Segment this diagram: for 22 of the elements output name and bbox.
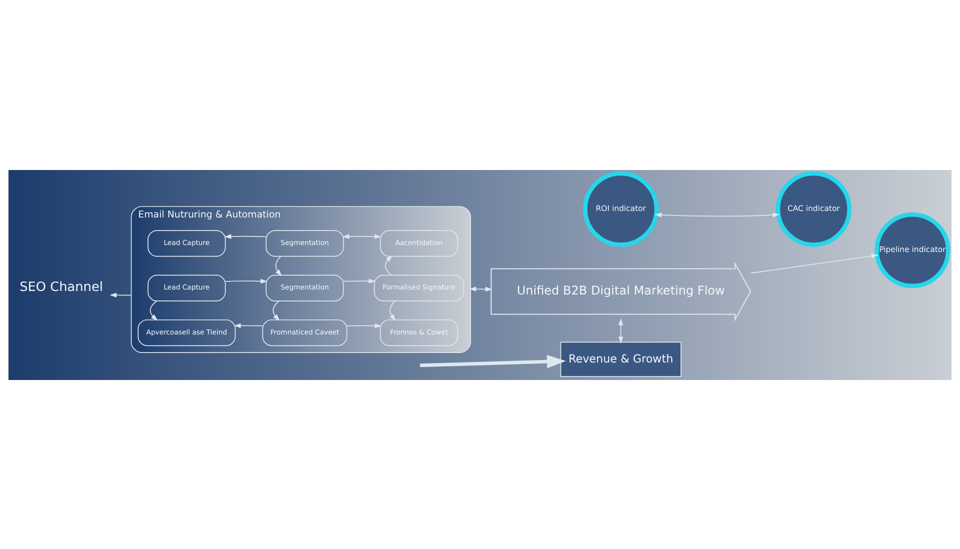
arrow bbox=[618, 318, 624, 343]
arrow bbox=[469, 286, 492, 292]
arrow bbox=[234, 322, 263, 328]
arrow bbox=[275, 255, 282, 276]
node-text: SEO Channel bbox=[20, 280, 103, 295]
arrow bbox=[346, 322, 382, 328]
node-box: Revenue & Growth bbox=[560, 341, 682, 376]
arrow bbox=[420, 354, 566, 368]
node-circle: CAC indicator bbox=[776, 170, 852, 246]
arrow bbox=[110, 292, 132, 298]
node-circle: ROI indicator bbox=[583, 170, 659, 246]
arrow bbox=[342, 234, 382, 238]
arrow bbox=[225, 278, 268, 284]
arrow bbox=[224, 234, 267, 238]
arrow bbox=[390, 300, 396, 320]
arrow bbox=[750, 253, 878, 274]
arrow bbox=[272, 300, 280, 320]
arrow bbox=[654, 212, 780, 217]
arrow bbox=[150, 300, 158, 320]
node-circle: Pipeline indicator bbox=[874, 212, 950, 288]
arrow bbox=[385, 254, 392, 276]
arrow bbox=[343, 278, 376, 283]
